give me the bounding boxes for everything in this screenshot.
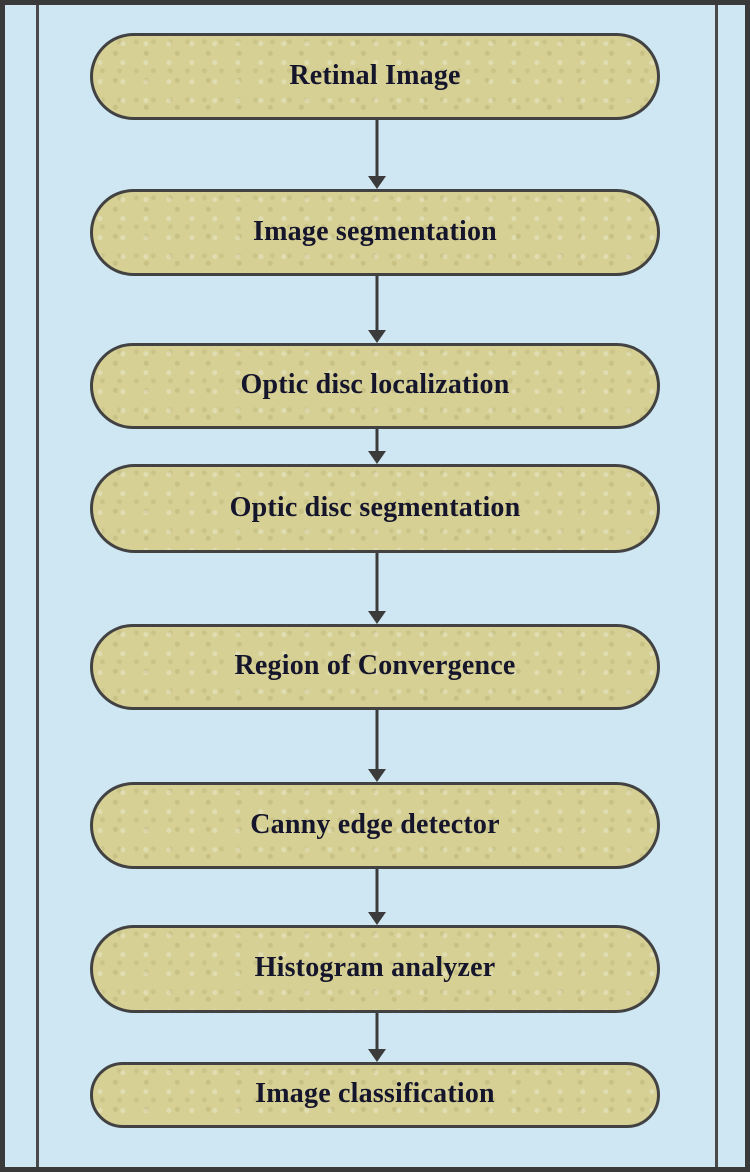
connector-arrow-3 [368,429,386,464]
arrow-shaft [375,276,379,333]
flow-node-canny-edge-detector: Canny edge detector [90,782,660,869]
node-label: Image classification [255,1078,495,1109]
flow-node-optic-disc-localization: Optic disc localization [90,343,660,429]
arrow-shaft [375,1013,379,1052]
left-margin-rule [36,5,39,1167]
connector-arrow-4 [368,553,386,624]
connector-arrow-5 [368,710,386,782]
arrow-head-icon [368,451,386,464]
arrow-head-icon [368,176,386,189]
flow-node-optic-disc-segmentation: Optic disc segmentation [90,464,660,553]
flow-node-retinal-image: Retinal Image [90,33,660,120]
flow-node-image-segmentation: Image segmentation [90,189,660,276]
node-label: Optic disc localization [240,369,510,400]
right-margin-rule [715,5,718,1167]
node-label: Retinal Image [289,59,461,91]
connector-arrow-7 [368,1013,386,1062]
node-label: Optic disc segmentation [229,491,521,523]
node-label: Canny edge detector [250,808,500,840]
flow-node-region-of-convergence: Region of Convergence [90,624,660,710]
flow-node-histogram-analyzer: Histogram analyzer [90,925,660,1013]
connector-arrow-6 [368,869,386,925]
flow-node-image-classification: Image classification [90,1062,660,1128]
arrow-shaft [375,429,379,454]
arrow-head-icon [368,1049,386,1062]
connector-arrow-1 [368,120,386,189]
arrow-shaft [375,710,379,772]
arrow-shaft [375,869,379,915]
arrow-head-icon [368,611,386,624]
connector-arrow-2 [368,276,386,343]
arrow-head-icon [368,912,386,925]
node-label: Image segmentation [253,215,497,247]
node-label: Region of Convergence [234,650,516,681]
arrow-shaft [375,120,379,179]
arrow-head-icon [368,330,386,343]
node-label: Histogram analyzer [254,952,496,983]
arrow-head-icon [368,769,386,782]
arrow-shaft [375,553,379,614]
